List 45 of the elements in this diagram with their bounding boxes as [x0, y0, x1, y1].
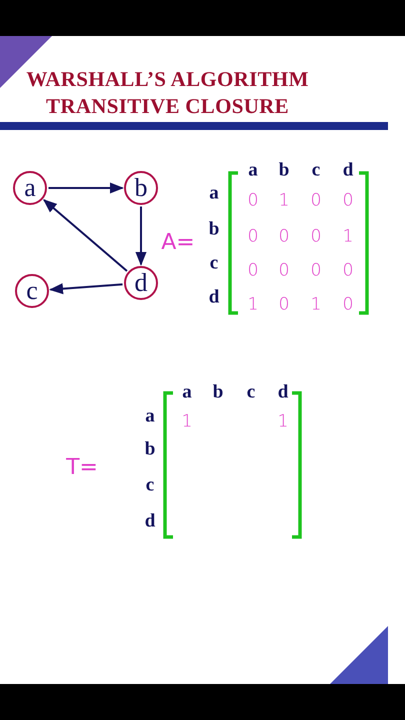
- matrix-value: 1: [310, 296, 322, 314]
- row-header: b: [208, 220, 220, 238]
- matrix-value: 0: [342, 192, 354, 210]
- matrix-value: 0: [278, 296, 290, 314]
- matrix-name: T=: [66, 457, 98, 479]
- matrix-value: 0: [342, 296, 354, 314]
- matrix-name: A=: [161, 232, 195, 254]
- row-header: d: [144, 512, 156, 530]
- column-header: b: [212, 382, 224, 402]
- vertex-circle: d: [124, 266, 158, 300]
- row-header: c: [146, 476, 154, 494]
- column-header: a: [248, 160, 258, 180]
- arrow: [43, 199, 128, 272]
- matrix-value: 0: [310, 228, 322, 246]
- vertex-circle: b: [124, 171, 158, 205]
- arrow: [135, 206, 147, 266]
- row-header: b: [144, 440, 156, 458]
- matrix-value: 1: [342, 228, 354, 246]
- column-header: d: [278, 382, 288, 402]
- column-header: c: [312, 160, 320, 180]
- matrix-value: 0: [248, 262, 258, 280]
- column-header: c: [246, 382, 256, 402]
- matrix-value: 0: [342, 262, 354, 280]
- vertex-circle: a: [13, 171, 47, 205]
- title: WARSHALL’S ALGORITHM TRANSITIVE CLOSURE: [25, 66, 310, 120]
- matrix-value: 0: [248, 192, 258, 210]
- matrix-value: 0: [310, 262, 322, 280]
- matrix-value: 1: [278, 414, 288, 430]
- column-header: d: [342, 160, 354, 180]
- row-header: d: [208, 288, 220, 306]
- column-header: b: [278, 160, 290, 180]
- matrix-value: 0: [310, 192, 322, 210]
- vertex-circle: c: [15, 274, 49, 308]
- arrow: [49, 283, 123, 294]
- row-header: a: [145, 406, 155, 426]
- matrix-value: 0: [248, 228, 258, 246]
- arrow: [48, 182, 124, 194]
- matrix-value: 1: [248, 296, 258, 314]
- column-header: a: [182, 382, 192, 402]
- matrix-value: 1: [182, 414, 192, 430]
- row-header: c: [210, 254, 218, 272]
- matrix-value: 0: [278, 262, 290, 280]
- row-header: a: [209, 184, 219, 202]
- matrix-value: 0: [278, 228, 290, 246]
- matrix-value: 1: [278, 192, 290, 210]
